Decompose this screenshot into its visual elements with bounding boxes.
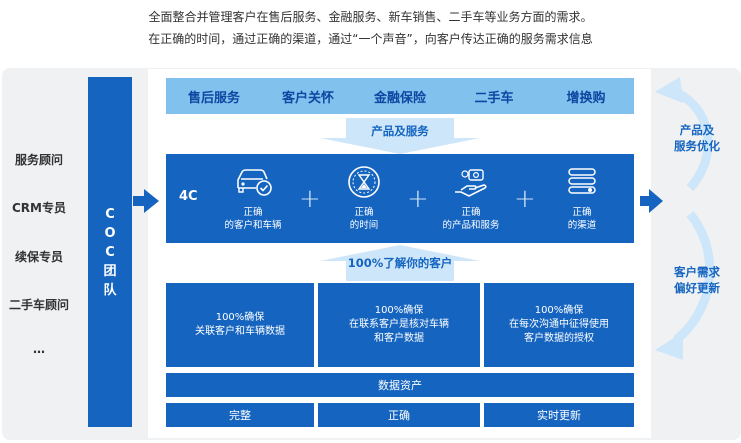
arrow-curve-top <box>655 77 713 192</box>
arrow-main-to-right <box>640 189 663 213</box>
services-band <box>166 78 634 114</box>
hand-service-icon <box>455 169 487 197</box>
quality-correct: 正确 <box>318 403 480 427</box>
box-link-data-line2: 关联客户和车辆数据 <box>195 326 285 337</box>
clock-hourglass-icon <box>348 166 380 198</box>
understand-customer-label: 100%了解你的客户 <box>347 256 453 270</box>
arrow-down-products <box>320 118 480 154</box>
right-bottom-line2: 偏好更新 <box>674 281 720 295</box>
intro-line-1: 全面整合并管理客户在售后服务、金融服务、新车销售、二手车等业务方面的需求。 <box>148 10 593 24</box>
intro-line-2: 在正确的时间，通过正确的渠道，通过“一个声音”，向客户传达正确的服务需求信息 <box>148 32 593 46</box>
box-authorization-line2: 在每次沟通中征得使用 <box>509 319 609 330</box>
coc-char-4: 团 <box>103 263 117 279</box>
box-verify-data-line3: 和客户数据 <box>374 333 424 344</box>
service-after-sales: 售后服务 <box>187 90 240 106</box>
role-crm-specialist: CRM专员 <box>12 201 66 215</box>
right-top-line2: 服务优化 <box>674 139 720 153</box>
box-authorization: 100%确保 在每次沟通中征得使用 客户数据的授权 <box>484 283 634 367</box>
role-service-advisor: 服务顾问 <box>14 153 63 167</box>
channel-toggle-icon <box>568 168 596 194</box>
right-top-line1: 产品及 <box>679 123 715 137</box>
role-used-car-advisor: 二手车顾问 <box>8 298 69 312</box>
item-product-service-line2: 的产品和服务 <box>442 220 500 231</box>
item-channel-line2: 的渠道 <box>567 220 597 231</box>
item-customer-vehicle: 正确 的客户和车辆 <box>208 206 298 232</box>
box-authorization-line3: 客户数据的授权 <box>524 333 594 344</box>
right-label-preference-update: 客户需求 偏好更新 <box>657 264 737 296</box>
plus-sign-1: + <box>299 184 321 214</box>
box-verify-data-line1: 100%确保 <box>374 305 424 316</box>
item-time: 正确 的时间 <box>319 206 409 232</box>
item-product-service: 正确 的产品和服务 <box>426 206 516 232</box>
plus-sign-3: + <box>514 184 536 214</box>
box-link-data: 100%确保 关联客户和车辆数据 <box>166 283 314 367</box>
coc-team-column: C O C 团 队 <box>88 77 132 427</box>
box-link-data-line1: 100%确保 <box>215 312 265 323</box>
item-time-line1: 正确 <box>354 207 374 218</box>
arrow-coc-to-main <box>133 189 159 213</box>
box-verify-data-line2: 在联系客户是核对车辆 <box>349 319 449 330</box>
quality-realtime: 实时更新 <box>484 403 634 427</box>
coc-char-2: O <box>104 225 116 241</box>
service-trade-in: 增换购 <box>566 90 606 106</box>
item-product-service-line1: 正确 <box>461 207 481 218</box>
car-check-icon <box>237 169 272 196</box>
arrow-up-understand <box>320 245 480 281</box>
item-channel-line1: 正确 <box>572 207 592 218</box>
item-channel: 正确 的渠道 <box>537 206 627 232</box>
products-services-label: 产品及服务 <box>371 124 429 138</box>
service-finance-insurance: 金融保险 <box>373 90 426 106</box>
plus-sign-2: + <box>407 184 429 214</box>
four-c-label: 4C <box>179 189 198 204</box>
item-customer-vehicle-line1: 正确 <box>243 207 263 218</box>
item-time-line2: 的时间 <box>349 220 379 231</box>
quality-complete: 完整 <box>166 403 314 427</box>
coc-char-5: 队 <box>103 282 117 298</box>
service-customer-care: 客户关怀 <box>281 90 334 106</box>
box-verify-data: 100%确保 在联系客户是核对车辆 和客户数据 <box>318 283 480 367</box>
four-c-band <box>166 154 634 243</box>
data-assets-bar: 数据资产 <box>166 373 634 397</box>
right-bottom-line1: 客户需求 <box>674 265 720 279</box>
arrow-curve-bottom <box>655 211 715 360</box>
service-used-car: 二手车 <box>474 90 514 106</box>
item-customer-vehicle-line2: 的客户和车辆 <box>224 220 282 231</box>
role-more: … <box>33 342 45 356</box>
role-renewal-specialist: 续保专员 <box>14 250 63 264</box>
box-authorization-line1: 100%确保 <box>534 305 584 316</box>
coc-char-3: C <box>105 244 115 260</box>
coc-char-1: C <box>105 206 115 222</box>
right-label-product-optimization: 产品及 服务优化 <box>657 122 737 154</box>
